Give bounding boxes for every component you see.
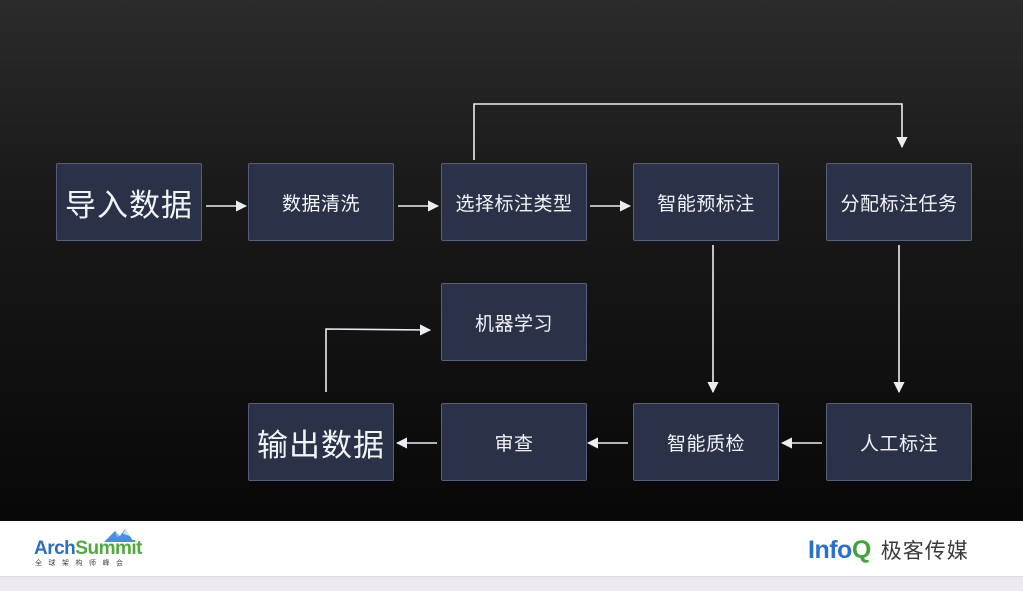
node-import-data: 导入数据 [56,163,202,241]
node-assign-tasks: 分配标注任务 [826,163,972,241]
infoq-logo: InfoQ 极客传媒 [808,534,993,566]
mountain-icon [104,529,134,542]
bottom-strip [0,576,1023,591]
node-review: 审查 [441,403,587,481]
node-smart-prelabel: 智能预标注 [633,163,779,241]
geekmedia-wordmark: 极客传媒 [880,539,969,563]
flow-arrows [206,103,908,449]
archsummit-tagline: 全球架构师峰会 [35,559,130,567]
slide-canvas: 导入数据 数据清洗 选择标注类型 智能预标注 分配标注任务 机器学习 输出数据 … [0,0,1023,521]
arrow-output-to-ml [325,324,432,392]
node-output-data: 输出数据 [248,403,394,481]
footer-bar [0,521,1023,576]
node-machine-learning: 机器学习 [441,283,587,361]
archsummit-logo: ArchSummit 全球架构师峰会 [34,528,146,570]
archsummit-wordmark: ArchSummit [34,538,142,559]
arrow-select-to-assign [473,103,908,160]
node-manual-label: 人工标注 [826,403,972,481]
node-data-cleaning: 数据清洗 [248,163,394,241]
infoq-wordmark: InfoQ [808,535,871,564]
node-select-label-type: 选择标注类型 [441,163,587,241]
node-smart-qc: 智能质检 [633,403,779,481]
